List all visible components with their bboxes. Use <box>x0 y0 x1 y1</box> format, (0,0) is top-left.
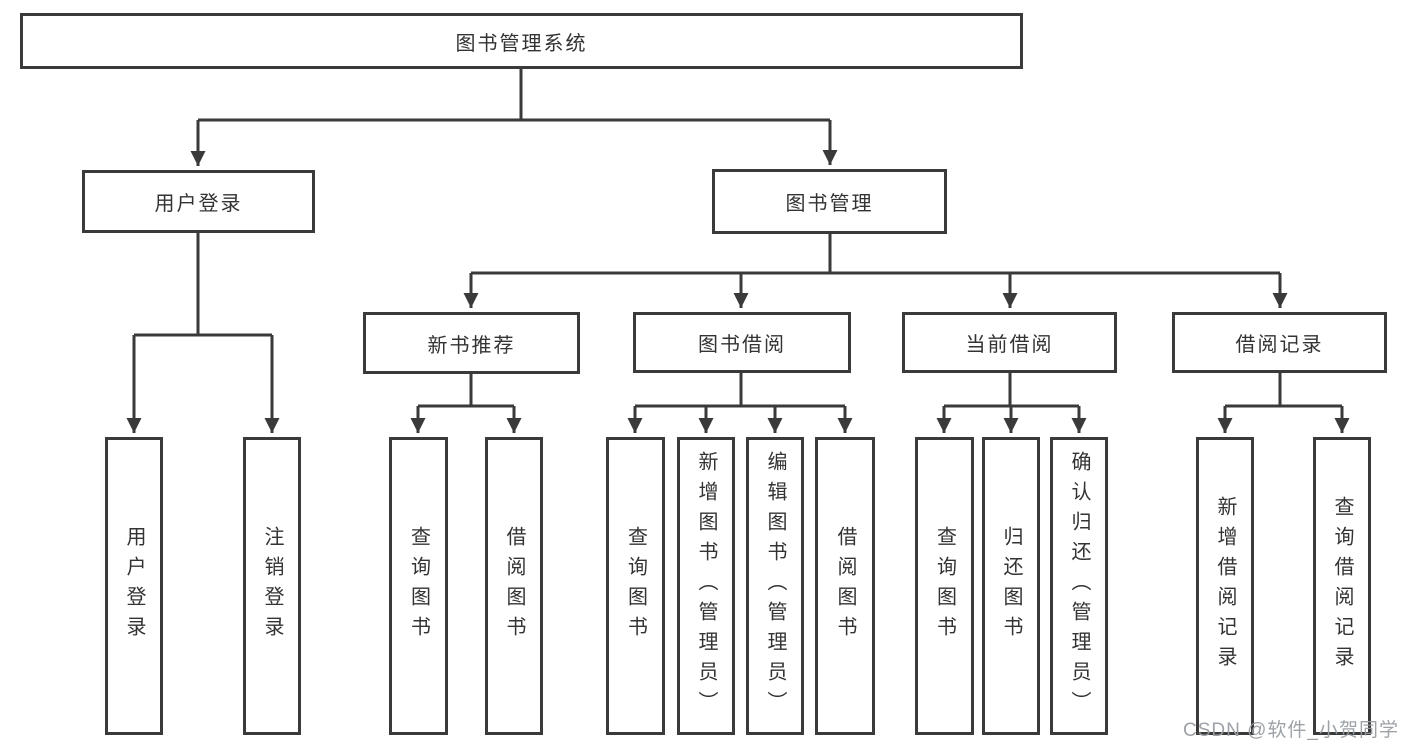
node-label: 图书借阅 <box>698 334 786 356</box>
leaf-current-confirm-return-admin: 确认归还︵管理员︶ <box>1050 437 1108 735</box>
node-new-book-recommend: 新书推荐 <box>363 312 580 374</box>
node-label: 用户登录 <box>154 193 243 215</box>
leaf-logout: 注销登录 <box>243 437 301 735</box>
leaf-records-add-record: 新增借阅记录 <box>1196 437 1254 735</box>
node-current-borrowing: 当前借阅 <box>902 312 1117 373</box>
leaf-label: 新增图书︵管理员︶ <box>695 451 717 721</box>
leaf-label: 查询图书 <box>624 526 647 646</box>
leaf-recommend-borrow-books: 借阅图书 <box>485 437 543 735</box>
node-book-management: 图书管理 <box>712 169 947 234</box>
leaf-label: 编辑图书︵管理员︶ <box>764 451 786 721</box>
node-label: 借阅记录 <box>1235 334 1324 356</box>
node-label: 新书推荐 <box>427 334 516 357</box>
leaf-current-return-books: 归还图书 <box>982 437 1040 735</box>
leaf-label: 用户登录 <box>123 526 145 646</box>
leaf-recommend-query-books: 查询图书 <box>389 437 448 735</box>
leaf-label: 借阅图书 <box>503 526 525 646</box>
leaf-label: 新增借阅记录 <box>1214 496 1236 676</box>
node-book-borrowing: 图书借阅 <box>633 312 851 373</box>
leaf-borrow-query-books: 查询图书 <box>606 437 665 735</box>
node-borrowing-records: 借阅记录 <box>1172 312 1387 373</box>
leaf-current-query-books: 查询图书 <box>915 437 974 735</box>
leaf-label: 归还图书 <box>1000 526 1022 646</box>
leaf-label: 查询图书 <box>933 526 956 646</box>
leaf-borrow-add-books-admin: 新增图书︵管理员︶ <box>677 437 735 735</box>
node-label: 图书管理 <box>785 193 874 215</box>
leaf-user-login: 用户登录 <box>105 437 163 735</box>
node-label: 图书管理系统 <box>455 32 588 55</box>
watermark: CSDN @软件_小贺同学 <box>1183 720 1399 741</box>
leaf-records-query-record: 查询借阅记录 <box>1313 437 1371 735</box>
leaf-borrow-edit-books-admin: 编辑图书︵管理员︶ <box>746 437 804 735</box>
leaf-label: 确认归还︵管理员︶ <box>1068 451 1090 721</box>
leaf-borrow-borrow-books: 借阅图书 <box>815 437 875 735</box>
leaf-label: 借阅图书 <box>834 526 856 646</box>
node-label: 当前借阅 <box>965 334 1054 356</box>
leaf-label: 注销登录 <box>261 526 283 646</box>
leaf-label: 查询图书 <box>407 526 430 646</box>
node-root-library-system: 图书管理系统 <box>20 13 1023 69</box>
node-user-login: 用户登录 <box>82 170 315 233</box>
leaf-label: 查询借阅记录 <box>1331 496 1353 676</box>
